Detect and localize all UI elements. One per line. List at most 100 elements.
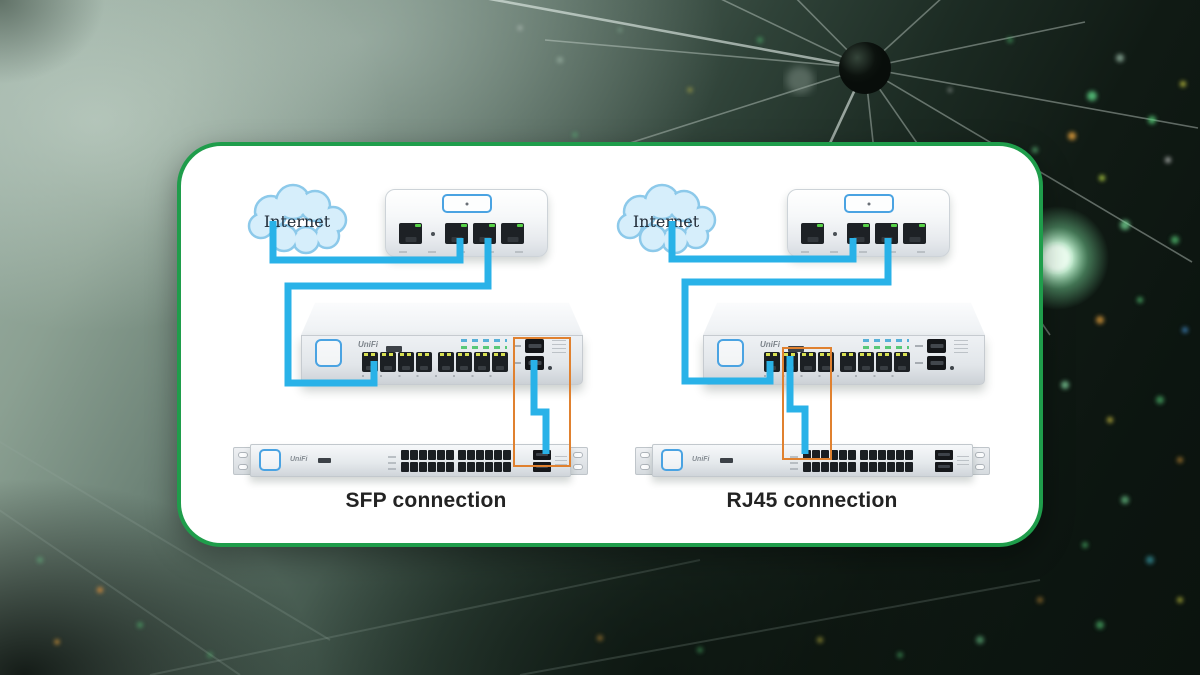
switch24-port-grid <box>803 450 913 472</box>
switch24-port-grid <box>401 450 511 472</box>
port-bank <box>401 450 454 472</box>
port-label-strip <box>399 251 535 253</box>
port-bank <box>438 352 508 372</box>
reset-pinhole <box>950 366 954 370</box>
gateway-device <box>385 189 548 257</box>
led-legend <box>863 338 909 350</box>
rack-ear-hole <box>975 464 985 470</box>
reset-pinhole <box>833 232 837 236</box>
rj45-port <box>876 352 892 372</box>
switch8-device: UniFi <box>703 302 985 385</box>
port-bank <box>840 352 910 372</box>
rj45-port <box>839 462 847 472</box>
internet-cloud: Internet <box>243 180 355 256</box>
sfp-port-stack <box>533 450 551 472</box>
rj45-port <box>801 223 824 244</box>
rj45-port <box>821 462 829 472</box>
sfp-port <box>927 356 946 370</box>
rj45-port <box>362 352 378 372</box>
sfp-label-strip <box>513 342 521 364</box>
sfp-port-stack <box>935 450 953 472</box>
port-bank <box>362 352 432 372</box>
rj45-port <box>476 462 484 472</box>
model-badge <box>318 458 331 463</box>
rj45-port <box>896 450 904 460</box>
switch24-logo-square <box>259 449 281 471</box>
led-legend <box>388 452 396 470</box>
gateway-lan-ports <box>445 223 524 244</box>
rack-ear <box>970 447 990 475</box>
sfp-port <box>927 339 946 353</box>
unifi-logo-text: UniFi <box>692 456 710 463</box>
sfp-port <box>525 339 544 353</box>
rj45-port <box>812 450 820 460</box>
rj45-port <box>458 462 466 472</box>
rj45-port <box>380 352 396 372</box>
cloud-icon: Internet <box>616 183 717 255</box>
highlight-box-sfp <box>513 337 571 467</box>
bokeh-ball <box>786 66 814 94</box>
rj45-port <box>887 450 895 460</box>
rj45-port <box>419 450 427 460</box>
rj45-port <box>860 462 868 472</box>
diagram-card: Internet UniFi <box>177 142 1043 547</box>
sfp-port <box>935 462 953 472</box>
rj45-port <box>812 462 820 472</box>
gateway-lan-ports <box>847 223 926 244</box>
rj45-port <box>858 352 874 372</box>
rj45-port <box>428 462 436 472</box>
internet-cloud-label: Internet <box>264 212 331 231</box>
rack-ear-hole <box>238 452 248 458</box>
sfp-port-stack <box>927 339 946 370</box>
gateway-top-logo-square <box>441 194 492 213</box>
plexus-strands-bottom <box>0 440 1041 675</box>
rj45-port <box>903 223 926 244</box>
highlight-box-rj45 <box>782 347 832 460</box>
rj45-port <box>821 450 829 460</box>
sfp-port <box>533 462 551 472</box>
rj45-port <box>467 462 475 472</box>
rj45-port <box>869 462 877 472</box>
diagram-sfp-connection: Internet UniFi <box>181 146 611 551</box>
rj45-port <box>485 450 493 460</box>
rj45-port <box>474 352 490 372</box>
spec-text-strip <box>552 340 566 353</box>
sfp-label-strip <box>915 342 923 364</box>
rj45-port <box>847 223 870 244</box>
rj45-port <box>878 450 886 460</box>
gateway-device <box>787 189 950 257</box>
switch24-device: UniFi <box>233 444 588 478</box>
rj45-port <box>764 352 780 372</box>
rj45-port <box>401 462 409 472</box>
rj45-port <box>476 450 484 460</box>
rj45-port <box>860 450 868 460</box>
switch8-top-face <box>703 302 985 335</box>
rj45-port <box>905 450 913 460</box>
rj45-port <box>410 450 418 460</box>
port-bank <box>860 450 913 472</box>
rj45-port <box>401 450 409 460</box>
rj45-port <box>456 352 472 372</box>
switch8-logo-square <box>717 339 744 367</box>
rj45-port <box>848 450 856 460</box>
switch24-logo-square <box>661 449 683 471</box>
rj45-port <box>503 450 511 460</box>
rj45-port <box>438 352 454 372</box>
rack-ear-hole <box>975 452 985 458</box>
switch8-top-face <box>301 302 583 335</box>
unifi-logo-text: UniFi <box>760 340 780 349</box>
sfp-port <box>533 450 551 460</box>
gateway-port-row <box>801 223 926 244</box>
rj45-port <box>830 462 838 472</box>
port-number-strip <box>362 375 508 377</box>
internet-cloud: Internet <box>612 180 724 256</box>
rj45-port <box>905 462 913 472</box>
diagram-rj45-connection: Internet UniFi <box>583 146 1013 551</box>
rj45-port <box>839 450 847 460</box>
rj45-port <box>446 462 454 472</box>
caption-rj45-connection: RJ45 connection <box>726 489 898 512</box>
reset-pinhole <box>431 232 435 236</box>
rack-ear-hole <box>238 464 248 470</box>
rj45-port <box>485 462 493 472</box>
rack-ear-hole <box>573 452 583 458</box>
